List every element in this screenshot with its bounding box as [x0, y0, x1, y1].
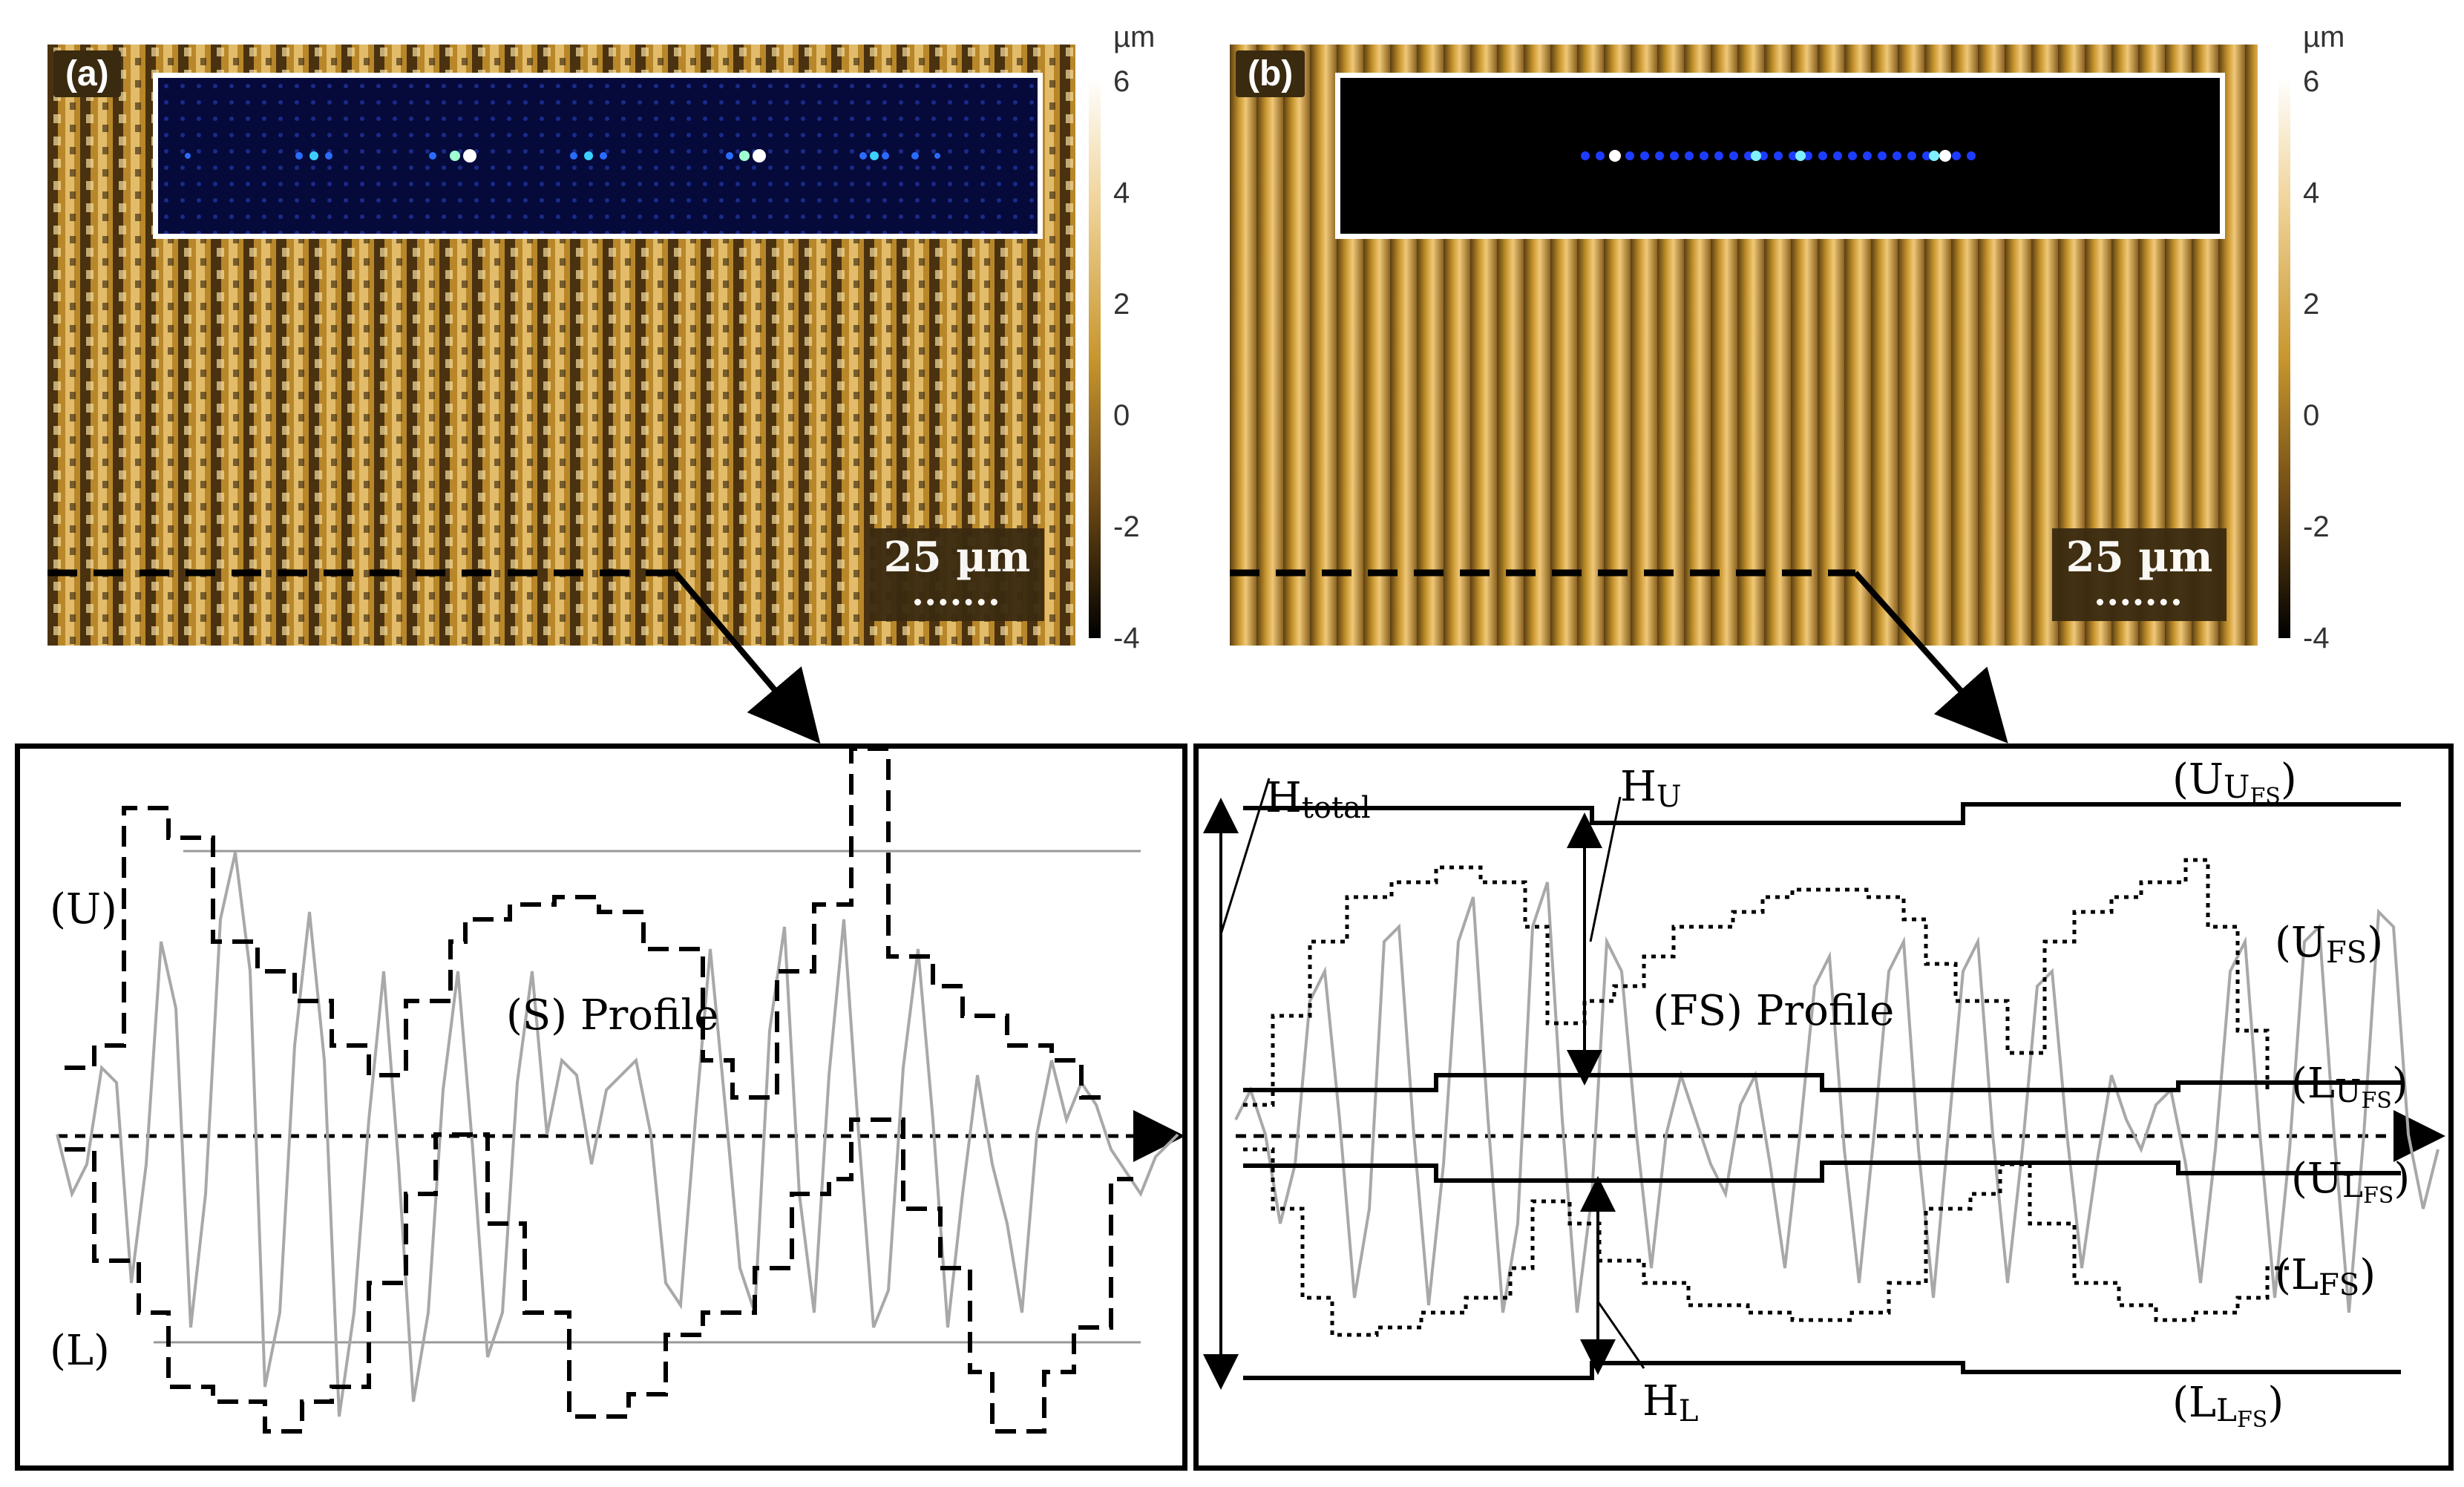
- s-lower-label: (L): [50, 1327, 110, 1375]
- fs-profile-curve: [1234, 882, 2440, 1313]
- colorbar-unit-b: µm: [2303, 21, 2345, 53]
- scale-line-b: [2097, 599, 2180, 605]
- h-total-label: Htotal: [1265, 774, 1371, 825]
- fs-profile-label: (FS) Profile: [1653, 987, 1894, 1035]
- colorbar-tick-a: -4: [1113, 622, 1140, 654]
- scale-label-a: 25 µm: [883, 533, 1031, 582]
- h-total-leader: [1219, 778, 1271, 935]
- scale-bar-a: 25 µm: [870, 528, 1044, 621]
- colorbar-a: [1089, 78, 1101, 638]
- fs-profile-diagram: Htotal HU HL (FS) Profile (UUFS) (UFS) (…: [1193, 744, 2454, 1471]
- h-u-label: HU: [1620, 763, 1682, 814]
- colorbar-tick-a: 2: [1113, 288, 1130, 321]
- u-ufs-label: (UUFS): [2172, 755, 2297, 810]
- surface-image-a: (a) 25 µm: [47, 45, 1075, 646]
- l-ufs-line: [1243, 1073, 2401, 1092]
- s-lower-envelope: [65, 1117, 1133, 1434]
- colorbar-tick-b: 0: [2303, 399, 2320, 432]
- u-lfs-line: [1243, 1161, 2401, 1183]
- l-lfs-line: [1243, 1361, 2401, 1380]
- colorbar-tick-a: -2: [1113, 511, 1140, 543]
- inset-dots-a: [158, 78, 1038, 234]
- inset-spot-image-b: [1335, 73, 2225, 239]
- s-upper-envelope: [65, 746, 1104, 1100]
- scale-line-a: [914, 599, 997, 605]
- colorbar-unit-a: µm: [1113, 21, 1156, 53]
- fs-upper-envelope: [1243, 858, 2270, 1107]
- inset-dots-b: [1340, 78, 2220, 234]
- lfs-label: (LFS): [2275, 1251, 2376, 1302]
- u-lfs-label: (ULFS): [2291, 1155, 2410, 1209]
- scale-bar-b: 25 µm: [2052, 528, 2227, 621]
- colorbar-tick-a: 0: [1113, 399, 1130, 432]
- fs-profile-svg: Htotal HU HL (FS) Profile (UUFS) (UFS) (…: [1203, 755, 2445, 1433]
- colorbar-tick-b: -4: [2303, 622, 2330, 654]
- panel-label-a: (a): [53, 50, 121, 97]
- colorbar-tick-b: 4: [2303, 177, 2320, 209]
- panel-label-b: (b): [1236, 50, 1305, 97]
- l-lfs-label: (LLFS): [2172, 1379, 2284, 1433]
- scale-label-b: 25 µm: [2065, 533, 2213, 582]
- inset-spot-image-a: [153, 73, 1043, 239]
- colorbar-tick-b: -2: [2303, 511, 2330, 543]
- colorbar-tick-a: 6: [1113, 65, 1130, 98]
- colorbar-b: [2278, 78, 2290, 638]
- h-l-leader: [1596, 1301, 1645, 1369]
- s-upper-label: (U): [50, 885, 117, 933]
- h-l-label: HL: [1642, 1377, 1698, 1428]
- s-profile-label: (S) Profile: [506, 991, 718, 1040]
- h-u-leader: [1589, 796, 1622, 942]
- u-ufs-line: [1243, 802, 2401, 825]
- ufs-label: (UFS): [2275, 919, 2383, 970]
- s-profile-diagram: (U) (L) (S) Profile: [15, 744, 1187, 1471]
- colorbar-tick-a: 4: [1113, 177, 1130, 209]
- fs-lower-envelope: [1243, 1147, 2290, 1337]
- surface-image-b: (b) 25 µm: [1230, 45, 2258, 646]
- colorbar-tick-b: 2: [2303, 288, 2320, 321]
- s-profile-svg: (U) (L) (S) Profile: [50, 746, 1185, 1434]
- colorbar-tick-b: 6: [2303, 65, 2320, 98]
- s-profile-curve: [56, 852, 1179, 1417]
- l-ufs-label: (LUFS): [2291, 1060, 2408, 1114]
